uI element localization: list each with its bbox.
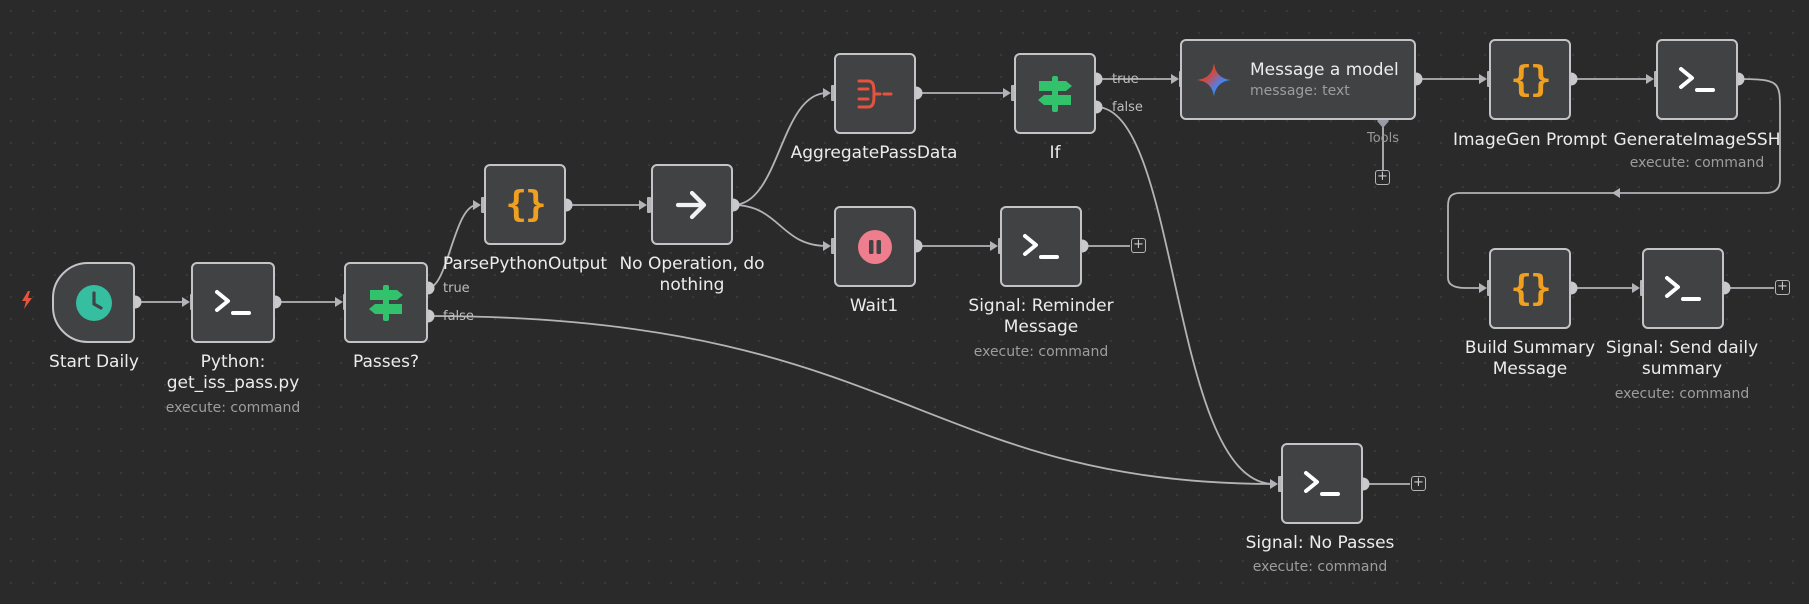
node-label: AggregatePassData bbox=[790, 143, 958, 163]
node-subtitle: message: text bbox=[1250, 82, 1350, 99]
node-label: Wait1 bbox=[849, 296, 899, 316]
node-wait1[interactable] bbox=[834, 206, 916, 287]
signpost-icon bbox=[367, 283, 405, 323]
node-label: Passes? bbox=[353, 352, 419, 372]
node-label: No Operation, do nothing bbox=[619, 254, 765, 295]
terminal-icon bbox=[1302, 469, 1342, 499]
node-no-operation[interactable] bbox=[651, 164, 733, 245]
true-output-label: true bbox=[443, 281, 470, 296]
node-label: Start Daily bbox=[49, 352, 139, 372]
node-imagegen-prompt[interactable]: {} bbox=[1489, 39, 1571, 120]
node-python[interactable] bbox=[191, 262, 275, 343]
terminal-icon bbox=[1021, 232, 1061, 262]
edge-noop-aggregate bbox=[732, 92, 828, 206]
node-subtitle: execute: command bbox=[973, 344, 1109, 360]
node-label: ParsePythonOutput bbox=[442, 254, 608, 274]
node-label: ImageGen Prompt bbox=[1452, 130, 1608, 150]
terminal-icon bbox=[213, 288, 253, 318]
node-parse-python-output[interactable]: {} bbox=[484, 164, 566, 245]
edge-noop-wait bbox=[732, 204, 828, 247]
false-output-label: false bbox=[443, 309, 474, 324]
edge-passes-false-nopasses bbox=[427, 315, 1275, 485]
node-title: Message a model bbox=[1250, 59, 1399, 80]
true-output-label: true bbox=[1112, 72, 1139, 87]
add-tool-button[interactable]: + bbox=[1375, 170, 1390, 185]
curly-braces-icon: {} bbox=[505, 184, 546, 225]
node-subtitle: execute: command bbox=[1629, 155, 1765, 171]
curly-braces-icon: {} bbox=[1510, 268, 1551, 309]
node-message-a-model[interactable]: Message a model message: text bbox=[1180, 39, 1416, 120]
signpost-icon bbox=[1036, 74, 1074, 114]
false-output-label: false bbox=[1112, 100, 1143, 115]
pause-icon bbox=[857, 229, 893, 265]
node-label: Signal: Reminder Message bbox=[968, 296, 1114, 337]
node-subtitle: execute: command bbox=[1252, 559, 1388, 575]
node-signal-no-passes[interactable] bbox=[1281, 443, 1363, 524]
node-label: GenerateImageSSH bbox=[1613, 130, 1781, 150]
node-if[interactable] bbox=[1014, 53, 1096, 134]
node-build-summary-message[interactable]: {} bbox=[1489, 248, 1571, 329]
terminal-icon bbox=[1677, 65, 1717, 95]
node-passes[interactable] bbox=[344, 262, 428, 343]
add-node-button[interactable]: + bbox=[1775, 280, 1790, 295]
node-subtitle: execute: command bbox=[1614, 386, 1750, 402]
tools-port-label: Tools bbox=[1366, 131, 1400, 146]
node-signal-send-daily-summary[interactable] bbox=[1642, 248, 1724, 329]
node-signal-reminder[interactable] bbox=[1000, 206, 1082, 287]
node-aggregate-pass-data[interactable] bbox=[834, 53, 916, 134]
edge-passes-true-parse bbox=[427, 204, 478, 289]
gemini-sparkle-icon bbox=[1196, 62, 1232, 98]
terminal-icon bbox=[1663, 274, 1703, 304]
node-label: If bbox=[1049, 143, 1061, 163]
node-label: Signal: No Passes bbox=[1245, 533, 1395, 553]
trigger-bolt-icon bbox=[21, 291, 33, 314]
node-generate-image-ssh[interactable] bbox=[1656, 39, 1738, 120]
node-label: Build Summary Message bbox=[1464, 338, 1596, 379]
node-label: Python: get_iss_pass.py bbox=[166, 352, 300, 393]
add-node-button[interactable]: + bbox=[1411, 476, 1426, 491]
arrow-right-icon bbox=[674, 189, 710, 221]
node-label: Signal: Send daily summary bbox=[1605, 338, 1759, 379]
add-node-button[interactable]: + bbox=[1131, 238, 1146, 253]
edge-if-false-nopasses bbox=[1095, 106, 1275, 485]
node-start-daily[interactable] bbox=[52, 262, 135, 343]
node-subtitle: execute: command bbox=[165, 400, 301, 416]
curly-braces-icon: {} bbox=[1510, 59, 1551, 100]
clock-icon bbox=[75, 284, 113, 322]
aggregate-icon bbox=[856, 77, 894, 111]
